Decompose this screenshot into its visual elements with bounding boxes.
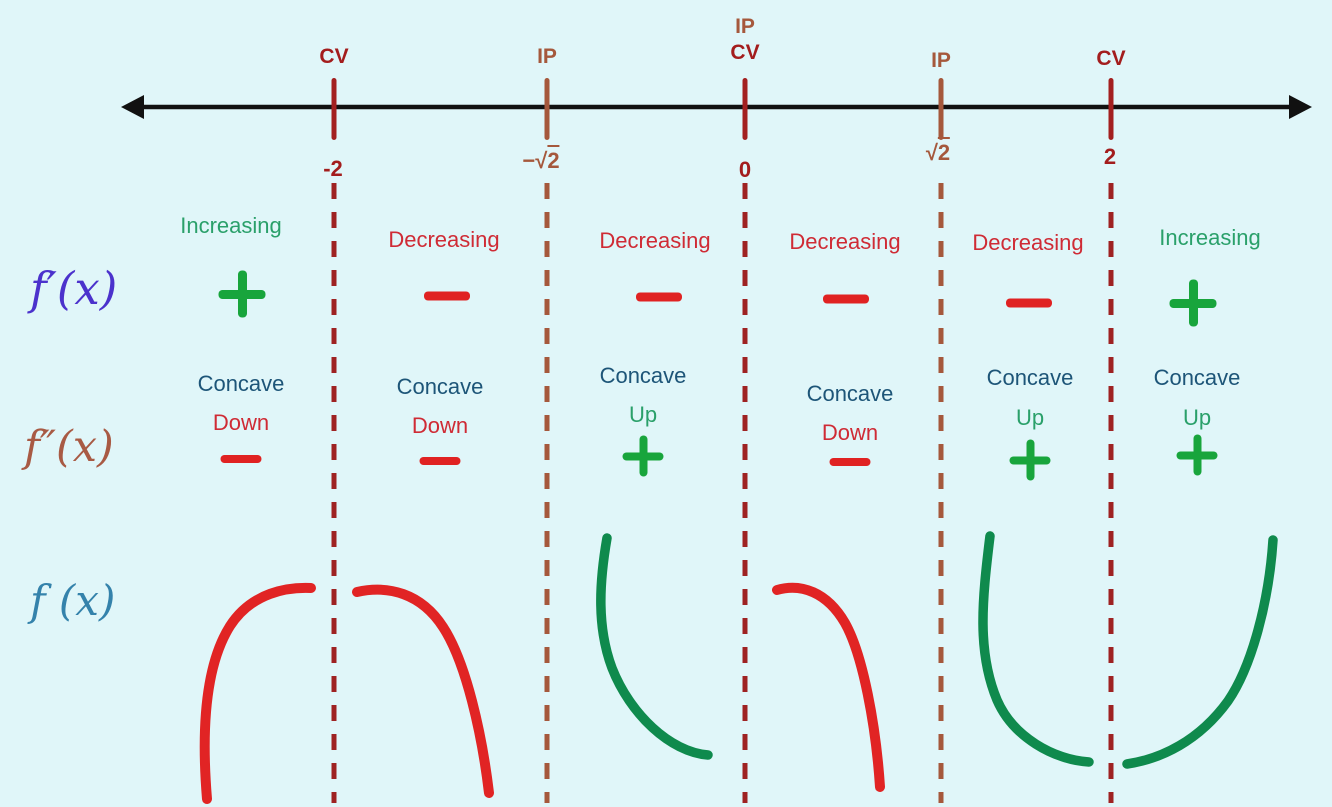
minus-sign (424, 291, 470, 301)
tick-neg2 (331, 78, 337, 140)
tick-negsqrt2 (544, 78, 550, 140)
fdouble-line2-interval-3: Up (628, 402, 658, 427)
marker-cv-2: CV (1096, 47, 1126, 70)
fdouble-line1-interval-1: Concave (197, 371, 285, 396)
fprime-word-interval-5: Decreasing (972, 230, 1084, 255)
fx-curve-increasing-concave-down (199, 582, 316, 804)
row-label-f: f (x) (30, 576, 116, 625)
plus-sign (1010, 440, 1051, 481)
dashed-line-sqrt2 (938, 183, 944, 803)
plus-sign (1177, 435, 1218, 476)
dashed-line-zero (742, 183, 748, 803)
axis-right-arrow-icon (1289, 95, 1312, 119)
axis-left-arrow-icon (121, 95, 144, 119)
tick-zero (742, 78, 748, 140)
value-label-2: 2 (1103, 144, 1117, 169)
plus-sign (219, 271, 266, 318)
fdouble-line1-interval-3: Concave (599, 363, 687, 388)
marker-ip-zero: IP (735, 15, 755, 38)
row-label-f-double-prime: f″(x) (24, 422, 114, 472)
fdouble-line2-interval-1: Down (212, 410, 270, 435)
fx-curve-decreasing-concave-up (596, 533, 713, 760)
minus-sign (636, 292, 682, 302)
minus-sign (419, 457, 461, 465)
dashed-line-neg2 (331, 183, 337, 803)
minus-sign (220, 455, 262, 463)
plus-sign (1170, 280, 1217, 327)
radicand: 2 (547, 145, 560, 173)
fdouble-line1-interval-5: Concave (986, 365, 1074, 390)
fdouble-line2-interval-2: Down (411, 413, 469, 438)
dashed-line-2 (1108, 183, 1114, 803)
fprime-word-interval-6: Increasing (1159, 225, 1261, 250)
value-label-zero: 0 (738, 157, 752, 182)
dashed-line-negsqrt2 (544, 183, 550, 803)
value-label-neg2: -2 (323, 156, 343, 181)
fprime-word-interval-3: Decreasing (599, 228, 711, 253)
marker-ip-negsqrt2: IP (537, 45, 557, 68)
fdouble-line1-interval-6: Concave (1153, 365, 1241, 390)
plus-sign (623, 436, 664, 477)
marker-ip-sqrt2: IP (931, 49, 951, 72)
fx-curve-increasing-concave-up (1122, 535, 1278, 769)
radicand: 2 (937, 137, 951, 165)
fx-curve-concave-up-valley (978, 531, 1094, 767)
minus-sign (829, 458, 871, 466)
radical-prefix: √ (925, 140, 938, 165)
marker-ip-cv-zero: IP CV (730, 14, 759, 66)
fdouble-line2-interval-6: Up (1182, 405, 1212, 430)
marker-cv-zero: CV (730, 41, 760, 64)
row-label-f-prime: f′(x) (30, 262, 118, 315)
fdouble-line2-interval-4: Down (821, 420, 879, 445)
fx-curve-decreasing-concave-down (352, 584, 494, 798)
minus-sign (823, 294, 869, 304)
fdouble-line1-interval-2: Concave (396, 374, 484, 399)
value-label-sqrt2: √2 (925, 137, 951, 166)
value-label-negsqrt2: −√2 (522, 145, 560, 174)
marker-cv-neg2: CV (319, 45, 349, 68)
minus-sign (1006, 298, 1052, 308)
tick-sqrt2 (938, 78, 944, 140)
fdouble-line2-interval-5: Up (1015, 405, 1045, 430)
fdouble-line1-interval-4: Concave (806, 381, 894, 406)
fprime-word-interval-4: Decreasing (789, 229, 901, 254)
fprime-word-interval-1: Increasing (180, 213, 282, 238)
fx-curve-decreasing-concave-down-2 (772, 582, 885, 792)
fprime-word-interval-2: Decreasing (388, 227, 500, 252)
radical-prefix: −√ (522, 148, 548, 173)
tick-2 (1108, 78, 1114, 140)
